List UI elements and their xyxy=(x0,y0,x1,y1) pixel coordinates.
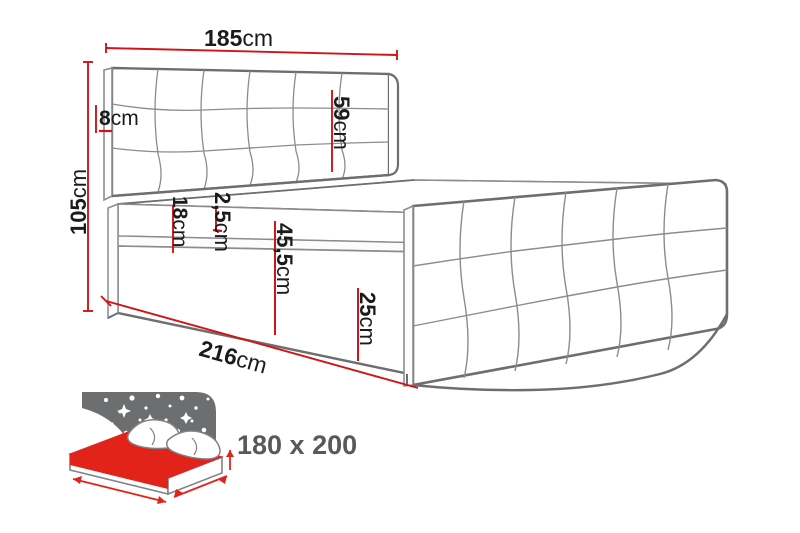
footboard-bottom-edge xyxy=(412,313,729,392)
headboard-bottom-edge xyxy=(111,173,390,198)
dimension-216cm-line xyxy=(100,295,419,389)
pillow-crease-back xyxy=(149,427,156,446)
headboard-tufting-vertical xyxy=(154,69,346,193)
headboard-left-side xyxy=(103,66,113,202)
mattress-size-text: 180 x 200 xyxy=(237,430,358,460)
footboard-tufting-horizontal xyxy=(412,227,728,327)
dimension-105cm-line xyxy=(83,61,93,312)
dimension-8cm-line xyxy=(95,105,112,133)
dimension-value-185: 185 xyxy=(204,25,243,51)
dimension-lines xyxy=(83,43,419,389)
dimension-unit-8: cm xyxy=(110,107,139,130)
dimension-value-8: 8 xyxy=(99,107,111,130)
mattress-dimension-arrows xyxy=(72,450,234,504)
base-floor-edge xyxy=(117,311,429,380)
dimension-unit-185: cm xyxy=(242,25,274,51)
base-left-foot xyxy=(107,312,119,319)
pillow-crease-front xyxy=(191,437,198,456)
headboard-right-cap xyxy=(388,72,400,177)
footboard xyxy=(403,178,729,392)
bed-with-starry-night-icon xyxy=(68,392,234,504)
headboard-tufting-horizontal xyxy=(111,103,390,153)
dimension-label-8cm: 8cm xyxy=(99,108,139,129)
dimension-2-5cm-line xyxy=(212,207,223,233)
mattress-far-edge xyxy=(117,179,415,205)
bed-base xyxy=(107,202,429,380)
blanket-drape xyxy=(70,454,168,489)
footboard-tufting-vertical xyxy=(459,183,673,379)
pillow-front xyxy=(165,430,221,460)
dimension-label-185cm: 185cm xyxy=(204,27,273,50)
headboard xyxy=(103,66,400,202)
dimension-185cm-line xyxy=(105,43,398,60)
